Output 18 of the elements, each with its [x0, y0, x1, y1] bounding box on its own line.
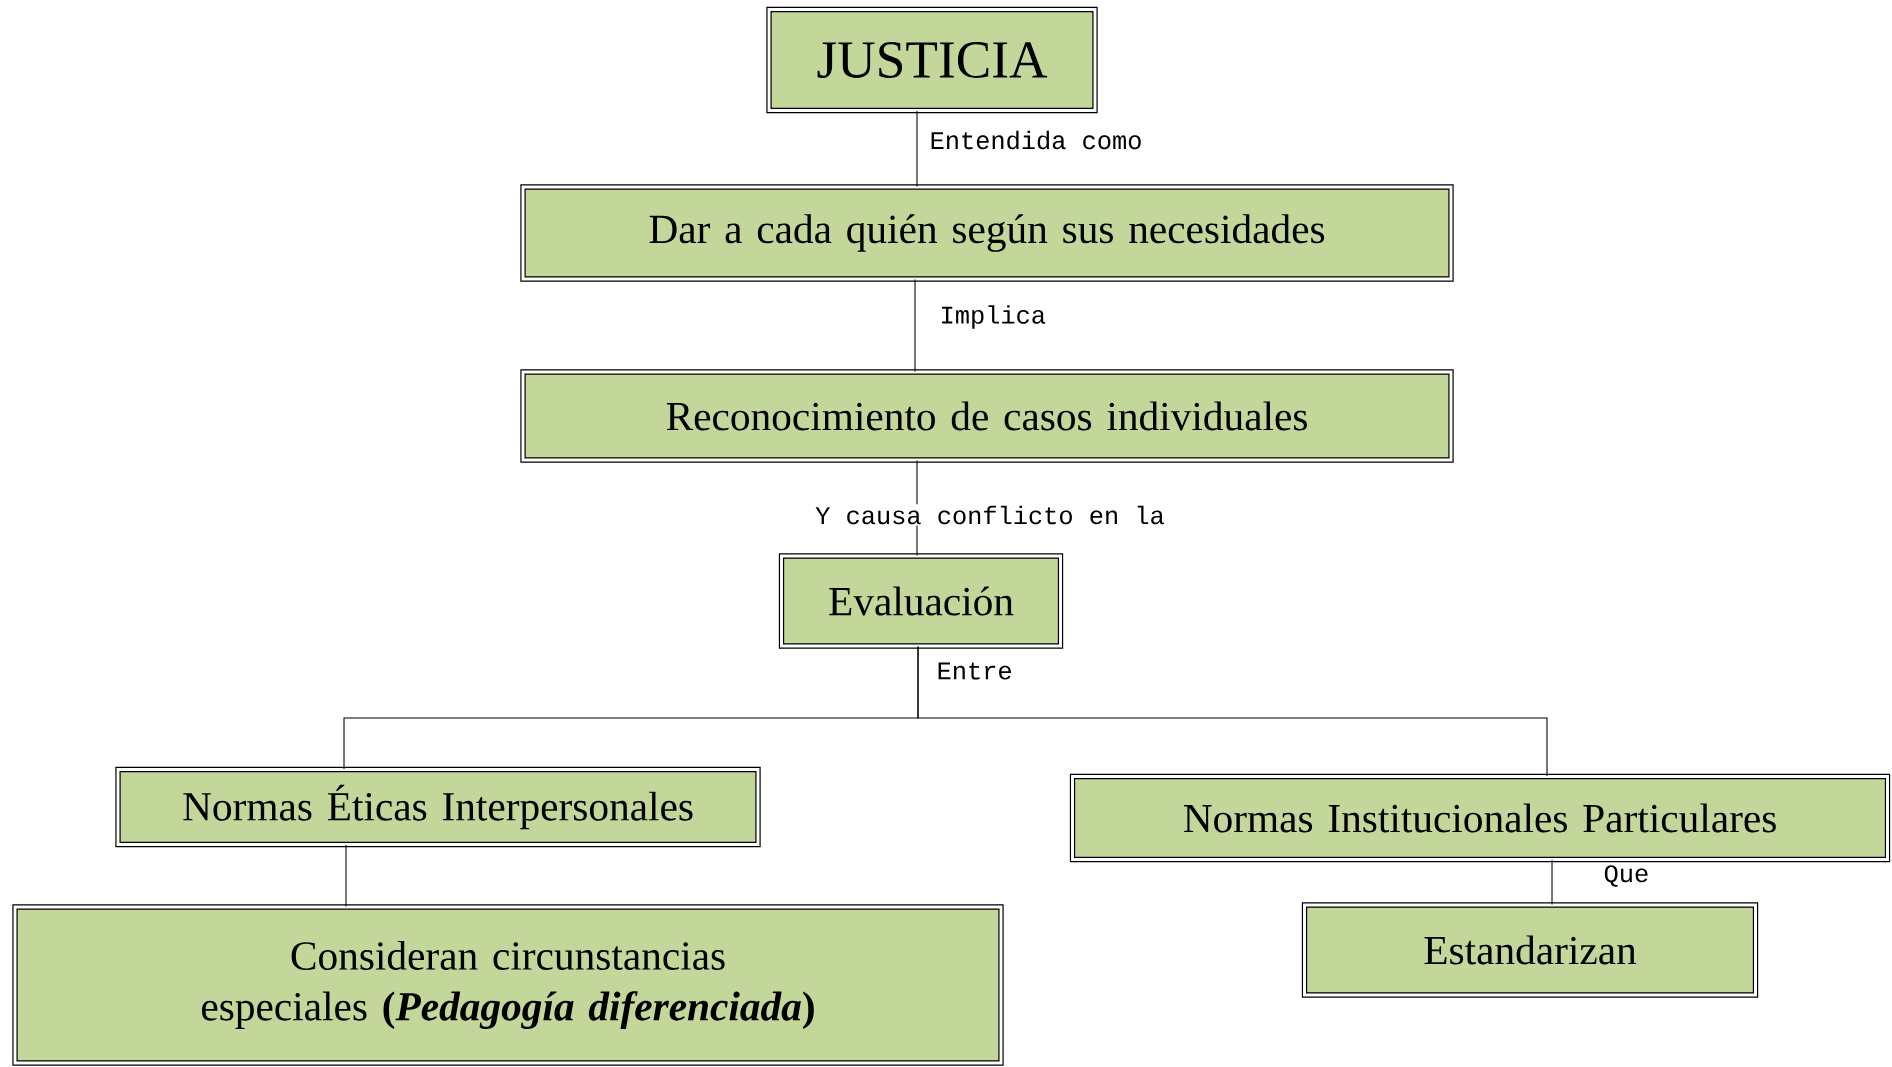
- edge-label: Que: [1602, 863, 1651, 889]
- connector-line: [914, 279, 916, 372]
- edge-label: Implica: [938, 303, 1048, 331]
- connector-line: [917, 646, 1548, 777]
- concept-box: Consideran circunstancias especiales (Pedagogía diferenciada): [12, 904, 1004, 1066]
- edge-label: Entendida como: [928, 129, 1144, 151]
- edge-label: Y causa conflicto en la: [813, 504, 1167, 526]
- connector-line: [916, 110, 918, 187]
- edge-label: Entre: [935, 661, 1014, 681]
- connector-line: [345, 844, 347, 907]
- concept-box: Normas Institucionales Particulares: [1069, 773, 1891, 863]
- concept-box: JUSTICIA: [766, 6, 1098, 114]
- concept-box: Dar a cada quién según sus necesidades: [520, 184, 1454, 282]
- connector-line: [1551, 859, 1553, 905]
- concept-box: Estandarizan: [1301, 902, 1759, 998]
- concept-box: Evaluación: [778, 553, 1064, 649]
- concept-box: Normas Éticas Interpersonales: [115, 766, 761, 848]
- concept-box: Reconocimiento de casos individuales: [520, 369, 1454, 463]
